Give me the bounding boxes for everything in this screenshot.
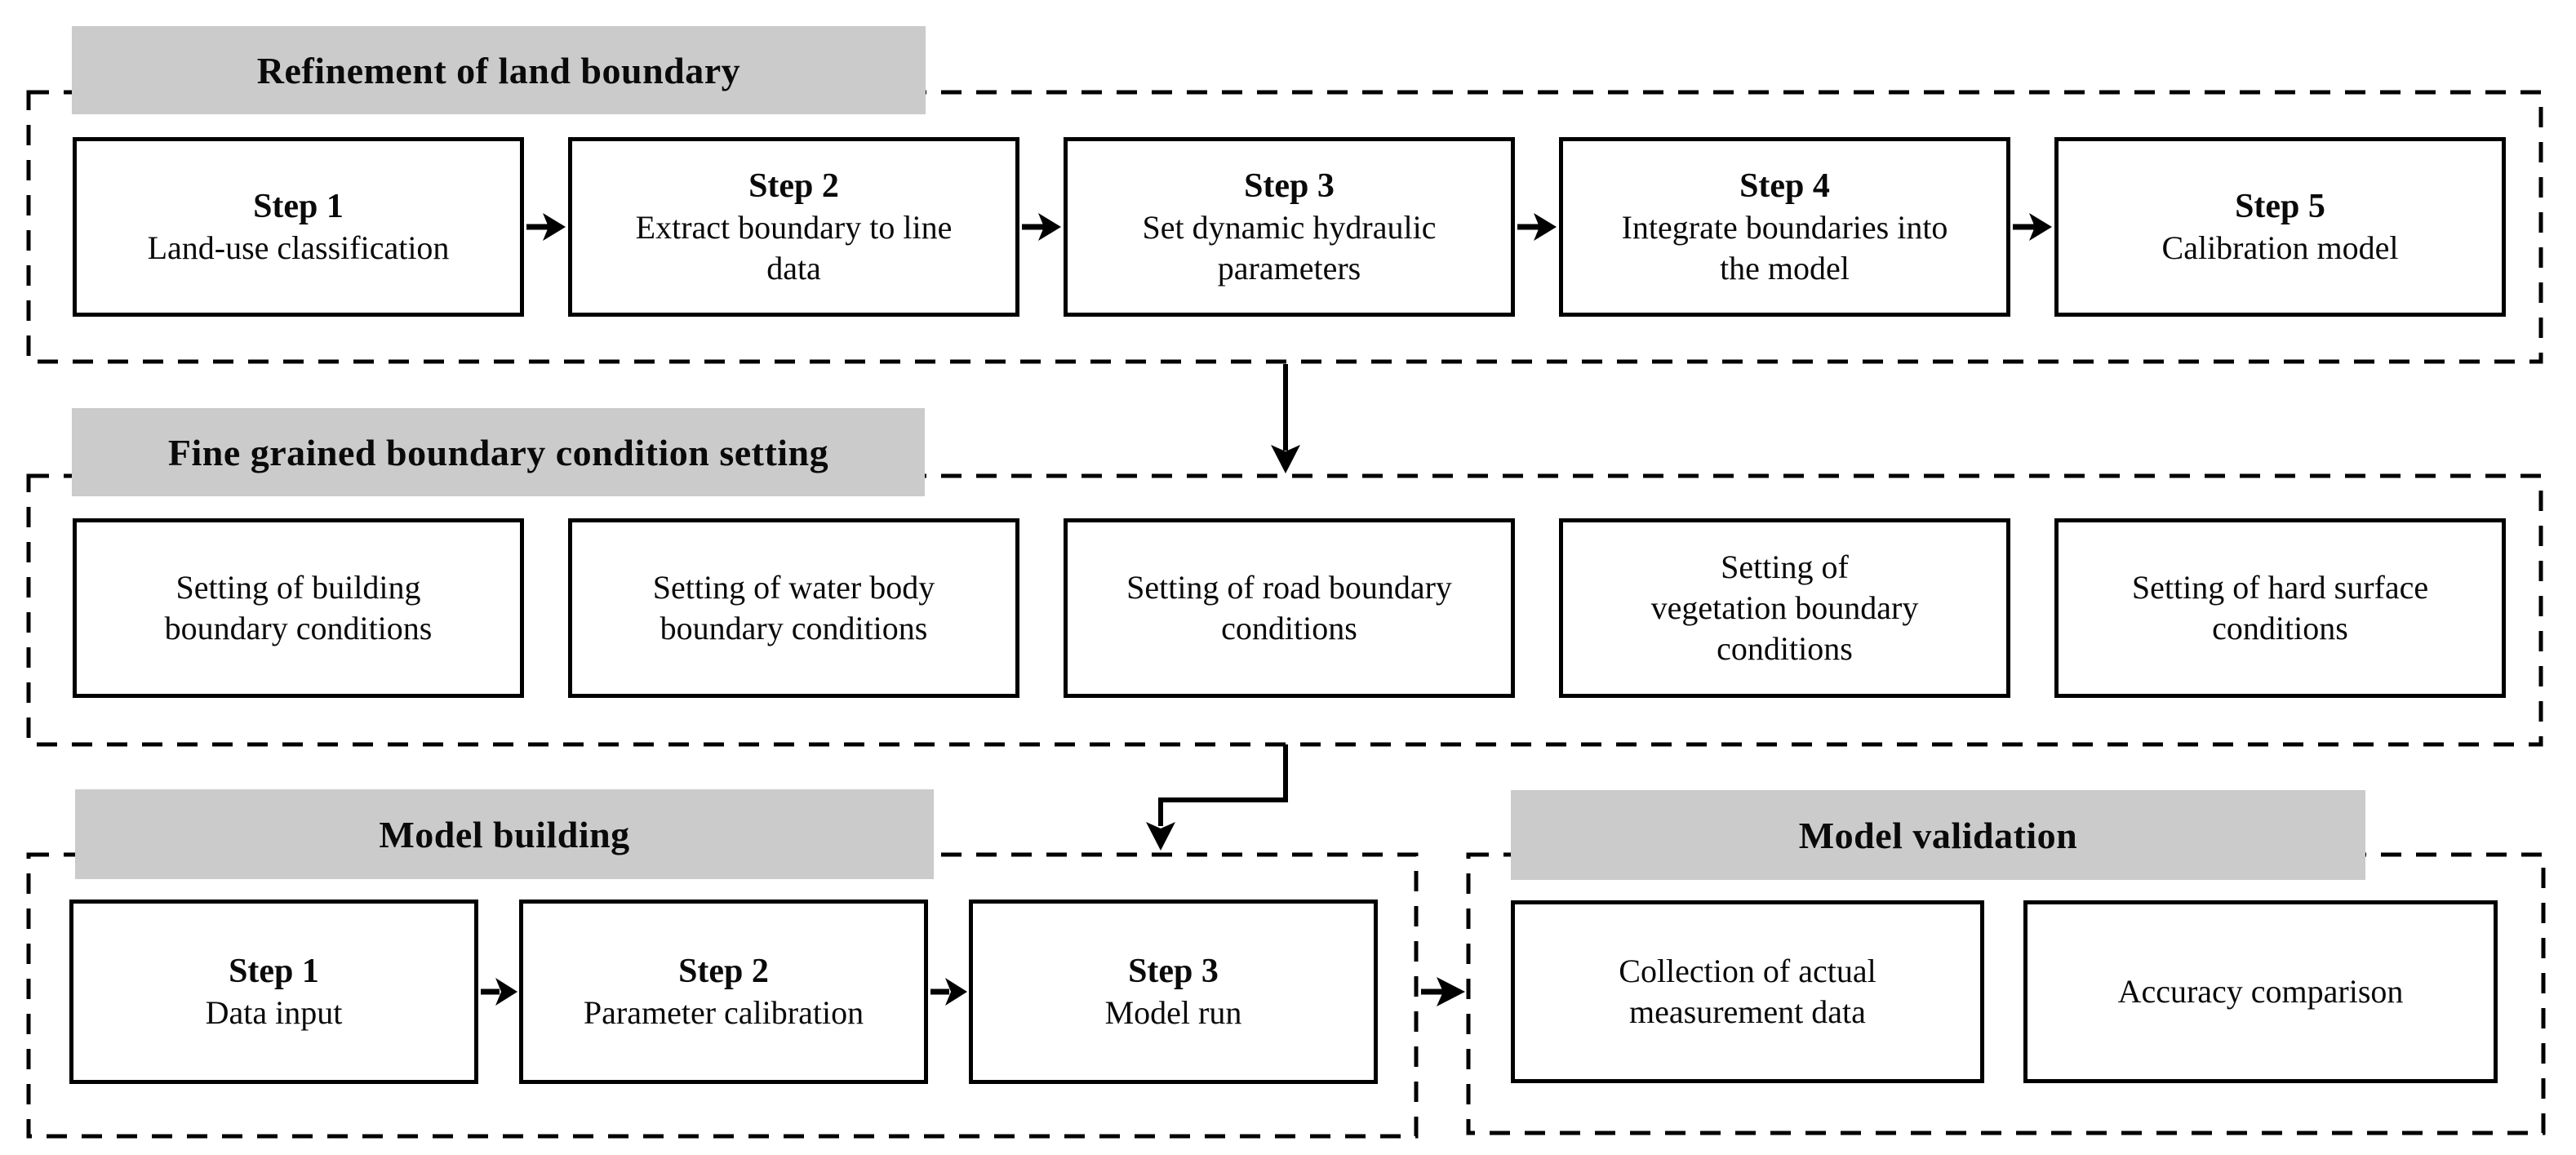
step-label: Step 1 xyxy=(253,187,344,225)
section-title-model-building: Model building xyxy=(75,789,934,879)
box-text: Setting of vegetation boundary condition… xyxy=(1650,549,1919,667)
box-text: Calibration model xyxy=(2161,229,2399,267)
arrow-step2-to-step3-row3 xyxy=(930,978,967,1006)
step-label: Step 1 xyxy=(229,952,319,990)
section-model-building-dashed-border xyxy=(26,852,1419,1139)
box-refinement-step5: Step 5 Calibration model xyxy=(2054,137,2506,317)
box-text: Set dynamic hydraulic parameters xyxy=(1142,209,1437,287)
box-refinement-step1: Step 1 Land-use classification xyxy=(73,137,524,317)
box-collection-measurement-data: Collection of actual measurement data xyxy=(1511,900,1984,1083)
section-title-model-validation: Model validation xyxy=(1511,790,2365,880)
step-label: Step 2 xyxy=(748,167,839,205)
box-text: Land-use classification xyxy=(147,229,450,267)
box-setting-water-body: Setting of water body boundary condition… xyxy=(568,518,1019,698)
box-text: Setting of water body boundary condition… xyxy=(652,569,935,646)
step-label: Step 4 xyxy=(1739,167,1830,205)
step-label: Step 2 xyxy=(678,952,769,990)
step-label: Step 3 xyxy=(1244,167,1335,205)
arrow-refinement-to-fine-grained xyxy=(1271,364,1300,473)
box-text: Data input xyxy=(205,994,343,1032)
box-text: Setting of hard surface conditions xyxy=(2131,569,2429,646)
box-text: Accuracy comparison xyxy=(2117,973,2404,1010)
arrow-model-building-to-model-validation xyxy=(1421,977,1465,1006)
box-text: Integrate boundaries into the model xyxy=(1621,209,1948,287)
box-setting-hard-surface: Setting of hard surface conditions xyxy=(2054,518,2506,698)
box-text: Setting of building boundary conditions xyxy=(164,569,433,646)
box-accuracy-comparison: Accuracy comparison xyxy=(2023,900,2498,1083)
arrow-step1-to-step2-row3 xyxy=(481,978,517,1006)
section-title-fine-grained: Fine grained boundary condition setting xyxy=(72,408,925,496)
box-model-building-step2: Step 2 Parameter calibration xyxy=(519,900,928,1084)
box-text: Extract boundary to line data xyxy=(635,209,953,287)
step-label: Step 3 xyxy=(1128,952,1219,990)
box-refinement-step2: Step 2 Extract boundary to line data xyxy=(568,137,1019,317)
box-model-building-step3: Step 3 Model run xyxy=(969,900,1378,1084)
box-text: Collection of actual measurement data xyxy=(1619,953,1876,1030)
box-text: Setting of road boundary conditions xyxy=(1126,569,1452,646)
box-model-building-step1: Step 1 Data input xyxy=(69,900,478,1084)
box-refinement-step3: Step 3 Set dynamic hydraulic parameters xyxy=(1064,137,1515,317)
box-setting-road: Setting of road boundary conditions xyxy=(1064,518,1515,698)
box-setting-vegetation: Setting of vegetation boundary condition… xyxy=(1559,518,2010,698)
box-refinement-step4: Step 4 Integrate boundaries into the mod… xyxy=(1559,137,2010,317)
arrow-step4-to-step5-row1 xyxy=(2013,213,2052,241)
step-label: Step 5 xyxy=(2235,187,2325,225)
box-setting-building: Setting of building boundary conditions xyxy=(73,518,524,698)
box-text: Parameter calibration xyxy=(583,994,864,1032)
box-text: Model run xyxy=(1104,994,1242,1032)
section-refinement-dashed-border xyxy=(26,90,2543,364)
arrow-fine-grained-to-model-building xyxy=(1146,744,1288,851)
arrow-step2-to-step3-row1 xyxy=(1022,213,1061,241)
arrow-step3-to-step4-row1 xyxy=(1517,213,1557,241)
arrow-step1-to-step2-row1 xyxy=(526,213,566,241)
section-title-refinement: Refinement of land boundary xyxy=(72,26,926,114)
